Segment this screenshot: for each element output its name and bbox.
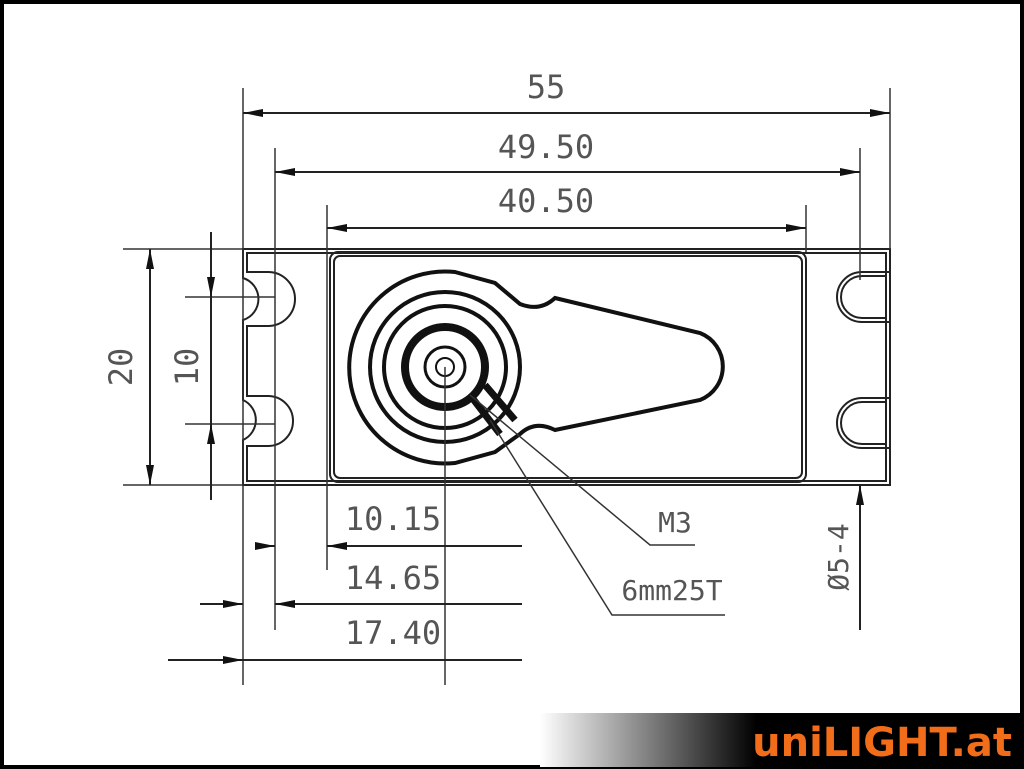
dim-hole-spacing-vertical: 10 — [168, 348, 206, 387]
dimension-lines — [146, 109, 890, 664]
extension-lines — [123, 88, 891, 685]
servo-body — [242, 248, 891, 486]
dim-offset-1: 10.15 — [345, 500, 441, 538]
dim-overall-length: 55 — [527, 68, 566, 106]
logo-text: uniLIGHT.at — [752, 720, 1012, 766]
dim-height: 20 — [102, 348, 140, 387]
dim-case-length: 40.50 — [498, 182, 594, 220]
unilight-logo: uniLIGHT.at — [540, 713, 1022, 767]
callout-spline: 6mm25T — [621, 574, 722, 607]
callout-hole: Ø5-4 — [822, 523, 855, 590]
dim-offset-3: 17.40 — [345, 614, 441, 652]
dim-mount-hole-spacing: 49.50 — [498, 128, 594, 166]
callout-leaders — [469, 394, 725, 616]
dim-offset-2: 14.65 — [345, 559, 441, 597]
callout-screw: M3 — [658, 506, 692, 539]
servo-horn — [347, 269, 725, 466]
